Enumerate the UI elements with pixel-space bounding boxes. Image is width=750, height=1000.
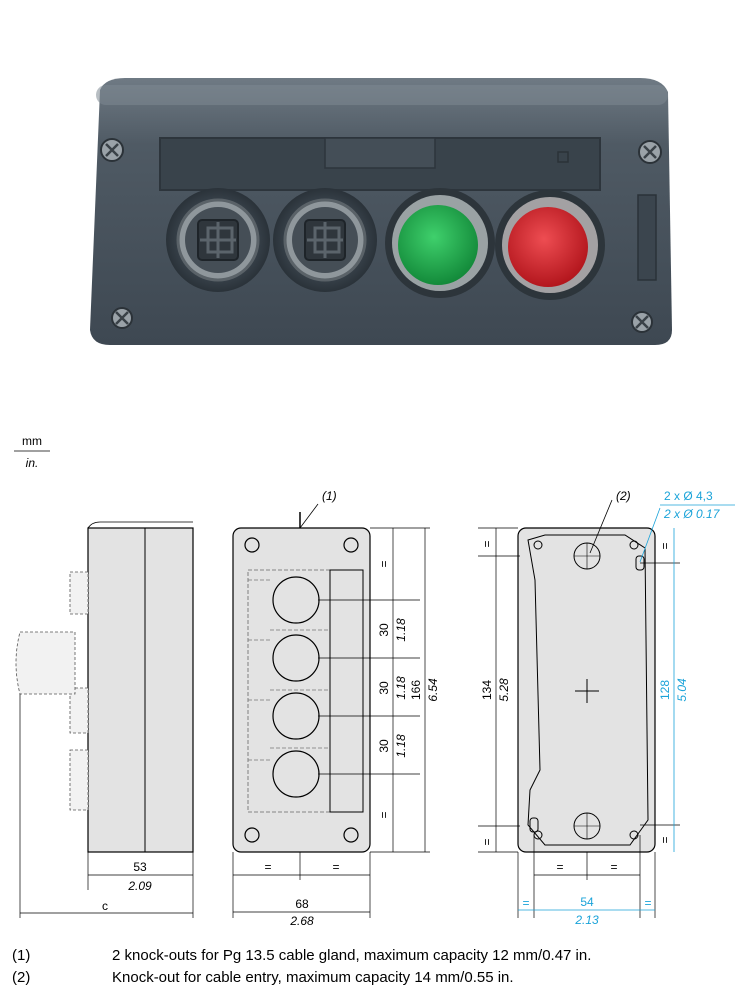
unit-bottom: in. [26,456,39,470]
footnote-1: (1) 2 knock-outs for Pg 13.5 cable gland… [12,945,747,967]
back-eq-outer-right: = [644,896,651,910]
spacing-2-in: 1.18 [394,676,408,700]
front-width-in: 2.68 [289,914,314,928]
back-width-mm: 54 [580,895,594,909]
footnote-1-text: 2 knock-outs for Pg 13.5 cable gland, ma… [112,947,592,964]
front-width-mm: 68 [295,897,309,911]
back-eq-top-right: = [658,542,672,549]
callout-1: (1) [322,489,337,503]
side-depth-label: c [102,899,108,913]
side-width-in: 2.09 [127,879,152,893]
footnote-2-number: (2) [12,969,31,986]
back-height-mm: 134 [480,680,494,700]
footnote-1-number: (1) [12,947,31,964]
back-eq-right: = [610,860,617,874]
front-eq-top: = [377,560,391,567]
red-button [495,190,605,300]
dimension-drawing: mm in. 53 2.09 c [14,434,735,928]
unit-top: mm [22,434,42,448]
back-width-in: 2.13 [574,913,599,927]
side-width-mm: 53 [133,860,147,874]
screw-top-left [100,138,124,162]
hole-span-mm: 128 [658,680,672,700]
hole-diameter-mm: 2 x Ø 4,3 [664,489,713,503]
back-view: (2) 2 x Ø 4,3 2 x Ø 0.17 = = 134 5.28 = … [478,489,735,927]
connector-right [273,188,377,292]
spacing-1-in: 1.18 [394,618,408,642]
front-height-mm: 166 [409,680,423,700]
connector-left [166,188,270,292]
front-height-in: 6.54 [426,678,440,702]
front-eq-right: = [332,860,339,874]
screw-top-right [638,140,662,164]
label-frame [159,137,657,281]
front-eq-left: = [264,860,271,874]
product-photo [90,78,672,345]
front-eq-bottom: = [377,811,391,818]
footnote-2: (2) Knock-out for cable entry, maximum c… [12,967,747,989]
front-view: (1) 30 1.18 30 1.18 30 1.18 = = 166 6.54 [232,489,440,928]
spacing-3-in: 1.18 [394,734,408,758]
back-eq-bottom-left: = [480,838,494,845]
hole-span-in: 5.04 [675,678,689,702]
screw-bottom-right [631,311,653,333]
screw-bottom-left [111,307,133,329]
back-eq-top-left: = [480,540,494,547]
spacing-2-mm: 30 [377,681,391,695]
back-eq-outer-left: = [522,896,529,910]
side-view: 53 2.09 c [15,521,194,918]
hole-diameter-in: 2 x Ø 0.17 [663,507,721,521]
spacing-3-mm: 30 [377,739,391,753]
spacing-1-mm: 30 [377,623,391,637]
green-button [385,188,495,298]
back-eq-bottom-right: = [658,836,672,843]
footnote-2-text: Knock-out for cable entry, maximum capac… [112,969,514,986]
back-eq-left: = [556,860,563,874]
back-height-in: 5.28 [497,678,511,702]
callout-2: (2) [616,489,631,503]
footnotes: (1) 2 knock-outs for Pg 13.5 cable gland… [12,945,747,989]
